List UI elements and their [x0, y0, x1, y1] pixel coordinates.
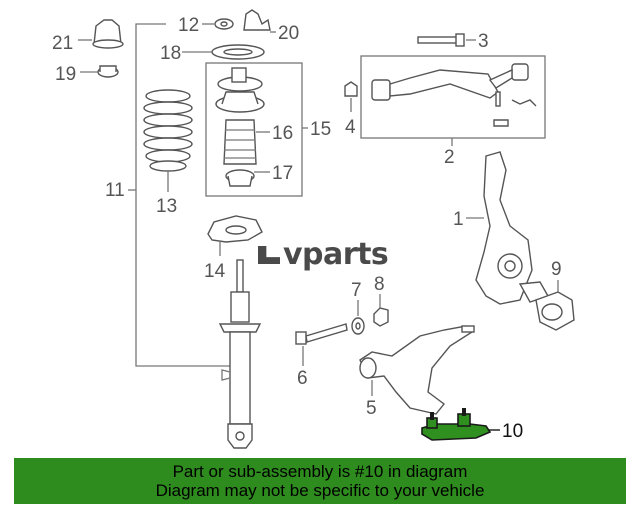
callout-4: 4: [345, 117, 356, 138]
callout-15: 15: [310, 119, 331, 140]
part-8-nut: [373, 307, 389, 327]
callout-8: 8: [374, 274, 385, 295]
callout-17: 17: [272, 163, 293, 184]
part-1-knuckle: [475, 151, 550, 305]
banner-line-1: Part or sub-assembly is #10 in diagram: [172, 462, 468, 481]
banner-line-2: Diagram may not be specific to your vehi…: [155, 481, 485, 500]
part-17-bumper: [225, 169, 255, 187]
part-2-upper-arm: [371, 63, 537, 127]
callout-9: 9: [551, 259, 562, 280]
callout-11: 11: [105, 180, 125, 201]
vparts-logo-icon: [258, 246, 280, 264]
part-7-washer: [351, 317, 365, 335]
callout-12: 12: [178, 15, 199, 36]
part-9-bushing: [535, 291, 575, 331]
callout-6: 6: [297, 368, 308, 389]
watermark-text: vparts: [283, 237, 389, 272]
part-11-strut: [218, 259, 262, 449]
part-5-lower-arm: [359, 325, 475, 415]
vparts-watermark: vparts: [258, 237, 389, 272]
callout-13: 13: [156, 196, 177, 217]
part-19-clip: [97, 65, 119, 78]
part-20-cover: [243, 9, 271, 31]
callout-16: 16: [272, 123, 293, 144]
info-banner: Part or sub-assembly is #10 in diagram D…: [14, 458, 626, 504]
part-14-insulator: [207, 215, 263, 243]
part-6-bolt: [295, 323, 348, 345]
assembly-11-bracket: [135, 23, 232, 367]
callout-19: 19: [55, 64, 76, 85]
callout-7: 7: [351, 280, 362, 301]
callout-1: 1: [453, 209, 464, 230]
callout-21: 21: [52, 33, 73, 54]
callout-14: 14: [204, 261, 226, 282]
callout-2: 2: [444, 147, 455, 168]
parts-diagram: 21 19 12 20 18 16 15 17 11 13 14 3 4 2 1…: [52, 9, 575, 449]
part-16-boot: [223, 119, 257, 165]
callout-18: 18: [160, 43, 181, 64]
callout-3: 3: [478, 31, 489, 52]
part-10-ball-joint: [421, 408, 492, 441]
part-21-nut: [92, 19, 124, 49]
part-strut-mount: [215, 67, 265, 113]
callout-5: 5: [366, 398, 377, 419]
part-12-washer: [214, 18, 234, 30]
part-18-seat: [211, 44, 265, 60]
callout-10: 10: [502, 421, 523, 442]
assembly-15-box: [205, 62, 303, 197]
assembly-2-box: [360, 55, 546, 139]
part-3-bolt: [417, 33, 465, 47]
part-4-nut: [344, 81, 358, 97]
callout-20: 20: [278, 23, 299, 44]
part-13-spring: [143, 89, 193, 172]
